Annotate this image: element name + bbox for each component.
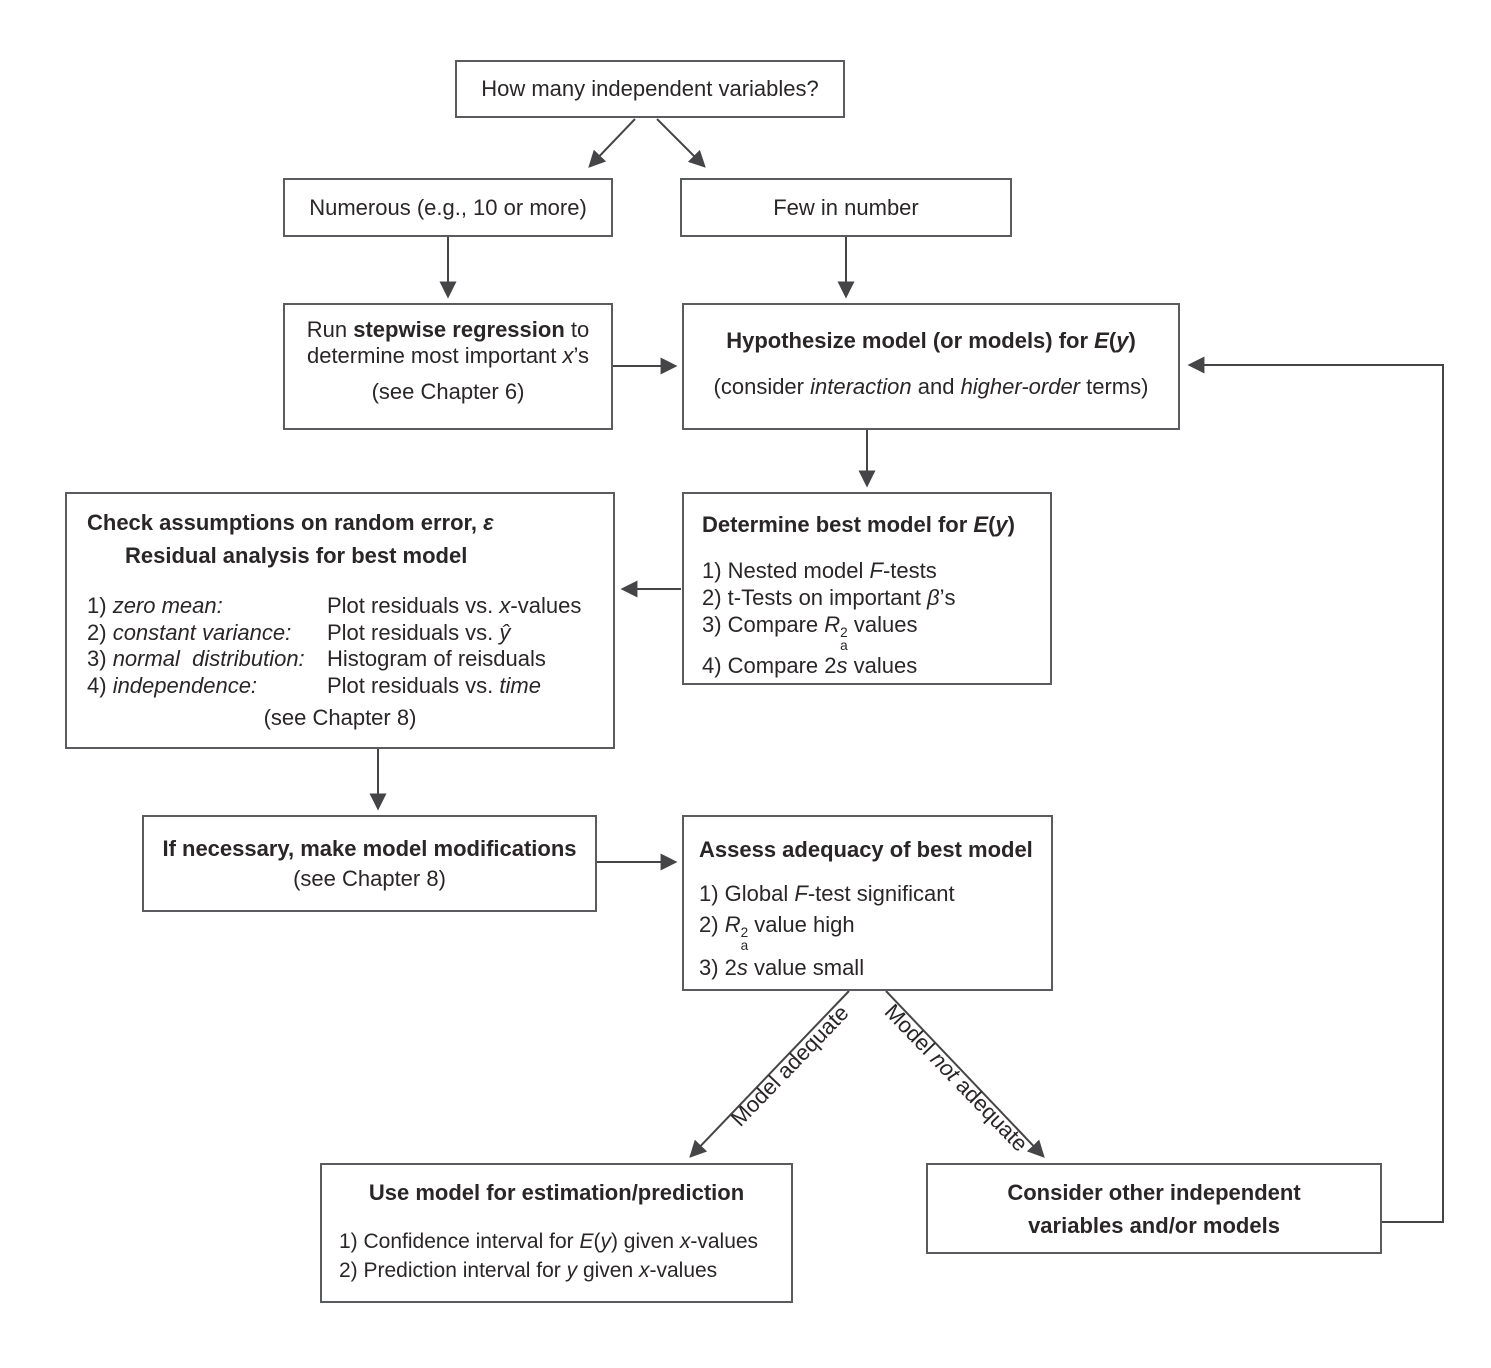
feedback-consider-to-hypothesize (1187, 356, 1444, 1223)
edge-label-model-adequate: Model adequate (725, 1000, 854, 1132)
stepwise-line1: Run stepwise regression to (306, 317, 590, 342)
box-consider-other: Consider other independent variables and… (926, 1163, 1382, 1254)
hypothesize-line2: (consider interaction and higher-order t… (713, 374, 1149, 399)
check-row-3-label: 3) normal distribution: (87, 646, 305, 671)
box-few: Few in number (680, 178, 1012, 237)
use-title: Use model for estimation/prediction (368, 1180, 745, 1205)
consider-line2: variables and/or models (1028, 1213, 1280, 1238)
stepwise-line2: determine most important x’s (306, 343, 590, 368)
modify-line2: (see Chapter 8) (293, 866, 446, 891)
determine-item-1: 1) Nested model F-tests (702, 558, 937, 583)
modify-line1: If necessary, make model modifications (162, 836, 577, 861)
check-title2: Residual analysis for best model (125, 543, 468, 568)
consider-line1: Consider other independent (1007, 1180, 1301, 1205)
assess-item-1: 1) Global F-test significant (699, 881, 955, 906)
numerous-text: Numerous (e.g., 10 or more) (309, 194, 587, 220)
check-row-4-label: 4) independence: (87, 672, 258, 698)
assess-item-3: 3) 2s value small (699, 955, 865, 981)
check-title1: Check assumptions on random error, ε (87, 510, 494, 535)
use-item-2: 2) Prediction interval for y given x-val… (339, 1259, 718, 1282)
determine-item-2: 2) t-Tests on important β’s (702, 585, 956, 610)
box-numerous: Numerous (e.g., 10 or more) (283, 178, 613, 237)
box-stepwise-regression: Run stepwise regression to determine mos… (283, 303, 613, 430)
box-question: How many independent variables? (455, 60, 845, 118)
check-footer: (see Chapter 8) (263, 705, 417, 730)
check-row-4-desc: Plot residuals vs. time (327, 672, 541, 698)
box-hypothesize-model: Hypothesize model (or models) for E(y) (… (682, 303, 1180, 430)
determine-item-4: 4) Compare 2s values (702, 653, 918, 679)
check-row-2-desc: Plot residuals vs. ŷ (327, 619, 511, 645)
arrow-question-to-numerous (588, 118, 636, 168)
use-item-1: 1) Confidence interval for E(y) given x-… (339, 1230, 759, 1253)
check-row-3: 3) normal distribution: Histogram of rei… (87, 646, 613, 673)
assess-title: Assess adequacy of best model (699, 837, 1033, 862)
box-assess-adequacy: Assess adequacy of best model 1) Global … (682, 815, 1053, 991)
box-use-model: Use model for estimation/prediction 1) C… (320, 1163, 793, 1303)
hypothesize-line1: Hypothesize model (or models) for E(y) (726, 328, 1136, 353)
check-row-2-label: 2) constant variance: (87, 619, 292, 645)
check-row-2: 2) constant variance: Plot residuals vs.… (87, 620, 613, 647)
box-check-assumptions: Check assumptions on random error, ε Res… (65, 492, 615, 749)
question-text: How many independent variables? (481, 76, 819, 101)
few-text: Few in number (773, 194, 919, 220)
box-model-modifications: If necessary, make model modifications (… (142, 815, 597, 912)
check-row-1: 1) zero mean: Plot residuals vs. x-value… (87, 593, 613, 620)
check-row-1-desc: Plot residuals vs. x-values (327, 593, 582, 618)
stepwise-line3: (see Chapter 6) (371, 379, 525, 404)
determine-title: Determine best model for E(y) (702, 512, 1015, 537)
check-rows: 1) zero mean: Plot residuals vs. x-value… (87, 593, 613, 699)
use-items: 1) Confidence interval for E(y) given x-… (339, 1227, 791, 1285)
box-determine-best-model: Determine best model for E(y) 1) Nested … (682, 492, 1052, 685)
edge-label-model-not-adequate: Model not adequate (879, 999, 1033, 1157)
check-row-1-label: 1) zero mean: (87, 593, 223, 618)
check-row-3-desc: Histogram of reisduals (327, 646, 546, 671)
determine-items: 1) Nested model F-tests 2) t-Tests on im… (702, 557, 1050, 679)
check-row-4: 4) independence: Plot residuals vs. time (87, 673, 613, 700)
arrow-question-to-few (656, 118, 706, 168)
